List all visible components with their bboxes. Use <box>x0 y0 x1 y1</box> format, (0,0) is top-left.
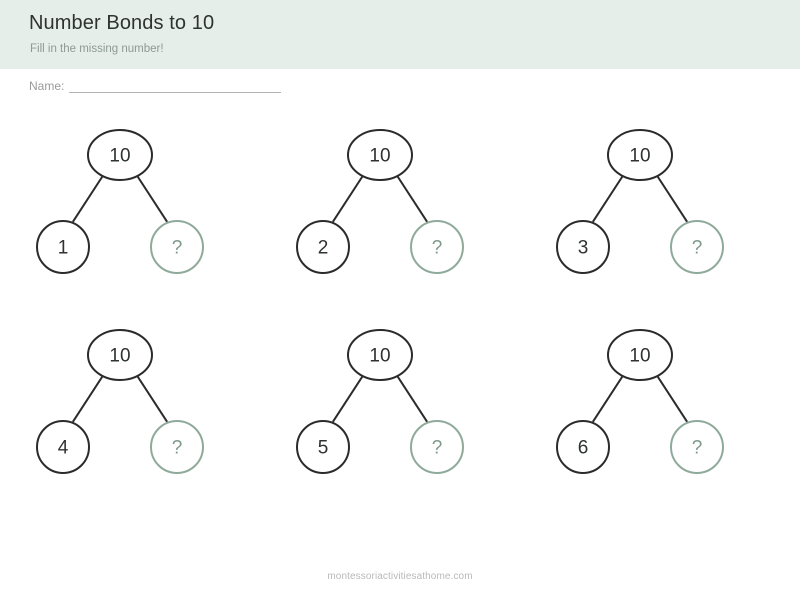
bond-missing-part-circle[interactable] <box>150 220 204 274</box>
bond-whole-value: 10 <box>109 146 130 167</box>
bond-missing-part-value: ? <box>692 438 703 459</box>
bond-connector-left <box>72 374 105 423</box>
number-bond-1: 10 1? <box>36 129 204 274</box>
bond-missing-part-circle[interactable] <box>150 420 204 474</box>
bond-known-part-value: 4 <box>58 438 69 459</box>
page-subtitle: Fill in the missing number! <box>30 43 164 55</box>
bond-whole-circle <box>607 129 673 181</box>
bond-known-part-circle <box>36 220 90 274</box>
bond-missing-part-circle[interactable] <box>670 420 724 474</box>
name-label: Name: <box>29 79 65 93</box>
bond-missing-part-value: ? <box>692 238 703 259</box>
bond-known-part-value: 5 <box>318 438 329 459</box>
bond-known-part-value: 2 <box>318 238 329 259</box>
bond-missing-part-circle[interactable] <box>410 420 464 474</box>
bond-whole-circle <box>347 129 413 181</box>
footer-credit: montessoriactivitiesathome.com <box>327 571 473 582</box>
bond-connector-right <box>655 174 688 223</box>
bond-connector-right <box>395 374 428 423</box>
bond-missing-part-value: ? <box>432 438 443 459</box>
bond-whole-value: 10 <box>629 146 650 167</box>
bond-known-part-circle <box>296 420 350 474</box>
page-title: Number Bonds to 10 <box>29 12 215 34</box>
bond-whole-circle <box>607 329 673 381</box>
bond-missing-part-circle[interactable] <box>670 220 724 274</box>
bond-known-part-circle <box>556 220 610 274</box>
bond-whole-value: 10 <box>369 346 390 367</box>
bond-connector-left <box>332 374 365 423</box>
bond-known-part-value: 1 <box>58 238 69 259</box>
bond-connector-left <box>72 174 105 223</box>
bond-whole-value: 10 <box>629 346 650 367</box>
bond-connector-left <box>332 174 365 223</box>
bond-known-part-circle <box>296 220 350 274</box>
bond-connector-right <box>395 174 428 223</box>
bond-missing-part-value: ? <box>172 438 183 459</box>
name-field-row: Name: <box>29 79 282 93</box>
bond-known-part-circle <box>36 420 90 474</box>
bond-whole-circle <box>87 329 153 381</box>
bond-missing-part-circle[interactable] <box>410 220 464 274</box>
bond-whole-value: 10 <box>369 146 390 167</box>
bond-whole-circle <box>87 129 153 181</box>
number-bond-6: 10 6? <box>556 329 724 474</box>
name-input-rule[interactable] <box>69 80 282 93</box>
bond-connector-right <box>655 374 688 423</box>
bond-whole-circle <box>347 329 413 381</box>
bond-connector-right <box>135 174 168 223</box>
number-bond-4: 10 4? <box>36 329 204 474</box>
bond-whole-value: 10 <box>109 346 130 367</box>
number-bond-2: 10 2? <box>296 129 464 274</box>
bond-known-part-value: 3 <box>578 238 589 259</box>
bond-connector-right <box>135 374 168 423</box>
bond-known-part-circle <box>556 420 610 474</box>
bond-connector-left <box>592 174 625 223</box>
bond-missing-part-value: ? <box>172 238 183 259</box>
number-bond-3: 10 3? <box>556 129 724 274</box>
number-bond-5: 10 5? <box>296 329 464 474</box>
bond-missing-part-value: ? <box>432 238 443 259</box>
header-band: Number Bonds to 10 Fill in the missing n… <box>0 0 800 69</box>
bond-known-part-value: 6 <box>578 438 589 459</box>
bond-connector-left <box>592 374 625 423</box>
